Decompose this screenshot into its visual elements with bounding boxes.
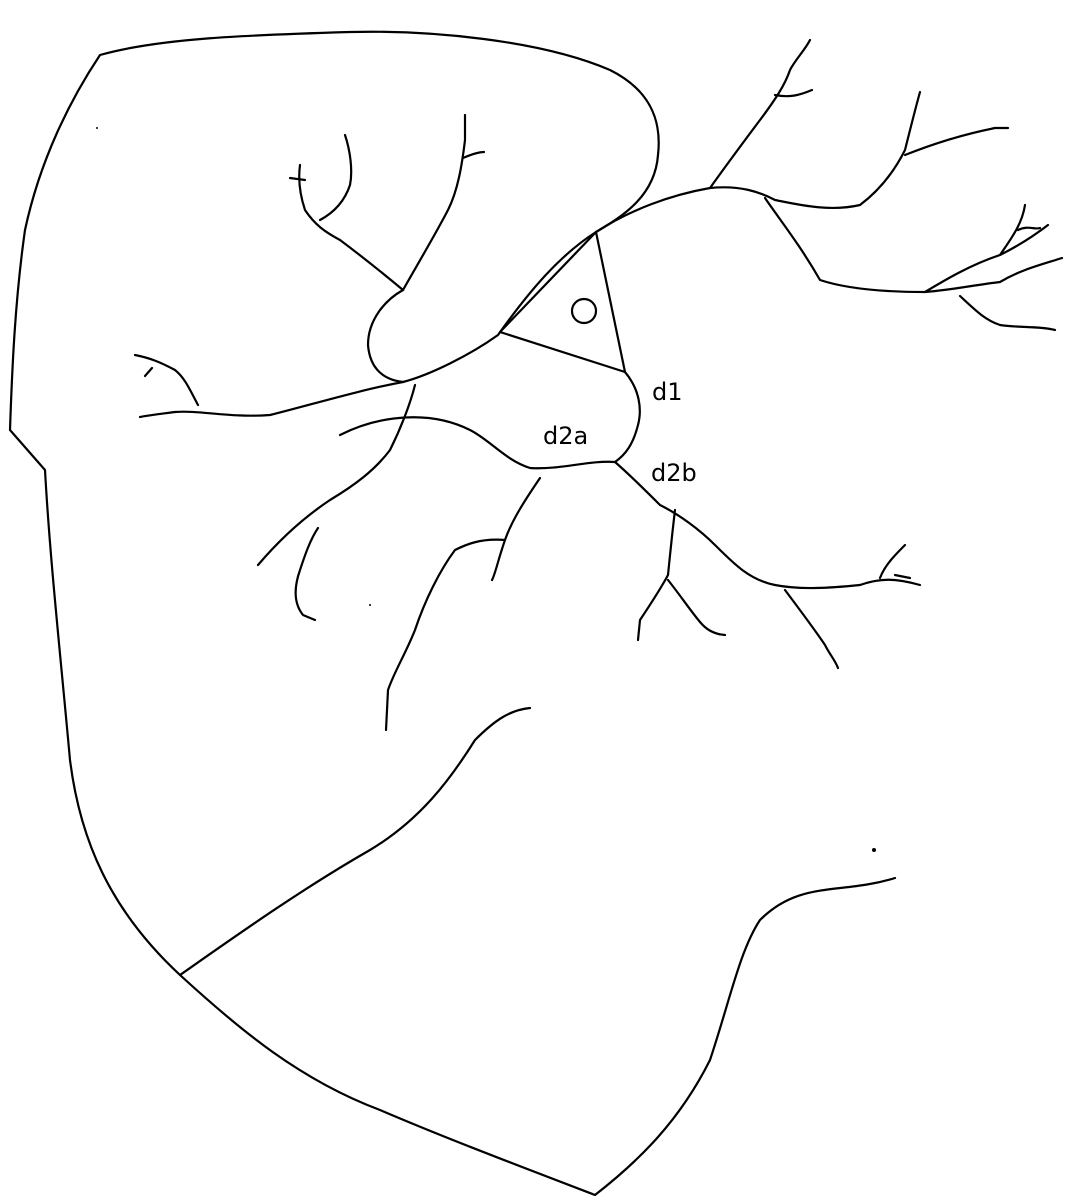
stray-dot [872, 848, 876, 852]
stray-dot [369, 604, 371, 606]
label-d2a: d2a [543, 422, 588, 450]
dendrite-upper-right [596, 40, 1062, 330]
dendrite-left [135, 355, 403, 417]
label-d1: d1 [652, 378, 683, 406]
soma-boundary [500, 232, 625, 372]
dendrite-d2b [615, 462, 920, 668]
stray-dot [96, 127, 98, 129]
dendrite-d1-outline [615, 372, 640, 462]
bottom-divider [180, 708, 530, 975]
dendrite-upper-left [290, 115, 484, 290]
dendrite-lower-left [258, 385, 415, 620]
soma-nucleus [572, 299, 596, 323]
outer-boundary [10, 32, 895, 1195]
inner-lobe [368, 232, 596, 382]
label-d2b: d2b [651, 459, 697, 487]
dendrite-lower-mid [386, 478, 540, 730]
